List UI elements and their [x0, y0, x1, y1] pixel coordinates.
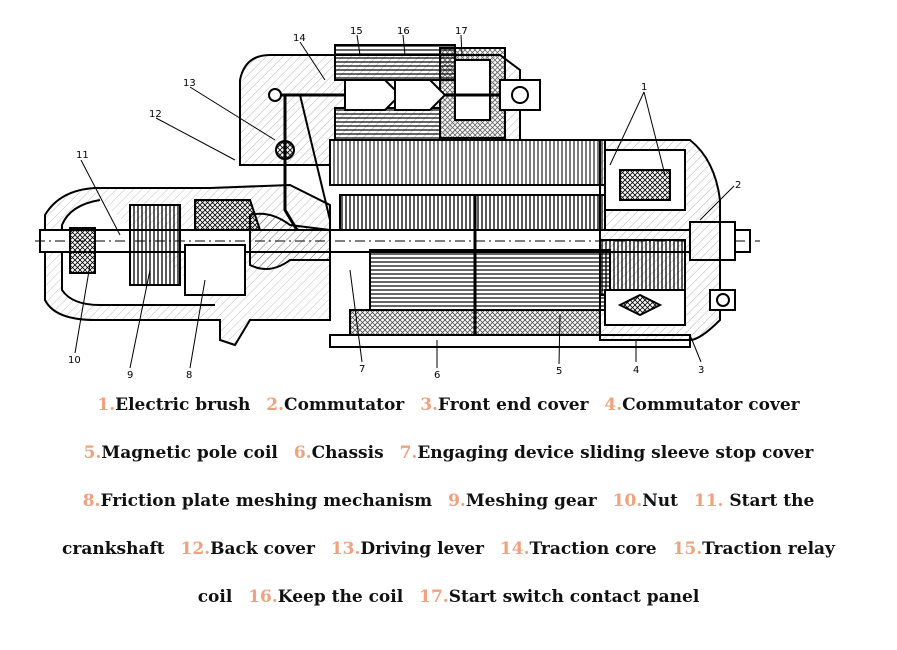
- armature: [329, 139, 691, 348]
- legend-num: 7.: [399, 443, 418, 463]
- legend-text: Commutator cover: [622, 395, 800, 415]
- callout-14: 14: [293, 33, 306, 44]
- legend-num: 9.: [448, 491, 466, 511]
- legend-line-2: 5.Magnetic pole coil 6.Chassis 7.Engagin…: [0, 443, 897, 463]
- legend-num: 12.: [180, 539, 211, 559]
- legend-num: 1.: [97, 395, 116, 415]
- leader-lines: [74, 34, 735, 369]
- legend-text: Start the: [723, 491, 815, 511]
- legend-num: 15.: [672, 539, 703, 559]
- legend-text: coil: [197, 587, 233, 607]
- callout-4: 4: [633, 365, 639, 376]
- legend-text: Driving lever: [360, 539, 484, 559]
- callout-15: 15: [350, 26, 363, 37]
- legend-line-3: 8.Friction plate meshing mechanism 9.Mes…: [0, 491, 897, 511]
- callout-5: 5: [556, 366, 562, 377]
- legend-num: 14.: [499, 539, 530, 559]
- legend-text: Electric brush: [115, 395, 251, 415]
- legend-num: 13.: [330, 539, 361, 559]
- legend-num: 16.: [248, 587, 278, 607]
- legend-line-5: coil 16.Keep the coil 17.Start switch co…: [0, 587, 897, 607]
- callout-10: 10: [68, 355, 81, 366]
- legend-num: 11.: [693, 491, 724, 511]
- callout-16: 16: [397, 26, 410, 37]
- legend-text: Traction relay: [702, 539, 835, 559]
- legend-num: 8.: [82, 491, 101, 511]
- legend-text: Traction core: [529, 539, 657, 559]
- legend-text: Magnetic pole coil: [101, 443, 278, 463]
- legend-text: Engaging device sliding sleeve stop cove…: [417, 443, 814, 463]
- gear-clutch: [129, 199, 331, 296]
- legend-num: 5.: [83, 443, 102, 463]
- legend-num: 2.: [266, 395, 285, 415]
- callout-6: 6: [434, 370, 440, 381]
- callout-11: 11: [76, 150, 89, 161]
- legend-text: Back cover: [210, 539, 315, 559]
- legend-text: Commutator: [284, 395, 405, 415]
- legend-line-1: 1.Electric brush 2.Commutator 3.Front en…: [0, 395, 897, 415]
- legend-text: Start switch contact panel: [448, 587, 700, 607]
- legend-num: 4.: [604, 395, 623, 415]
- callout-13: 13: [183, 78, 196, 89]
- callout-12: 12: [149, 109, 162, 120]
- callout-1: 1: [641, 82, 647, 93]
- callout-17: 17: [455, 26, 468, 37]
- commutator-end: [599, 139, 736, 341]
- legend-text: Keep the coil: [277, 587, 404, 607]
- driving-lever: [268, 88, 331, 236]
- callout-labels: 1 2 3 4 5 6 7 8 9 10 11 12 13 14 15 16 1…: [68, 26, 741, 381]
- callout-9: 9: [127, 370, 133, 381]
- legend-text: crankshaft: [62, 539, 165, 559]
- legend-num: 6.: [293, 443, 312, 463]
- legend-num: 10.: [612, 491, 643, 511]
- legend-num: 17.: [419, 587, 449, 607]
- legend-text: Front end cover: [437, 395, 589, 415]
- legend-line-4: crankshaft 12.Back cover 13.Driving leve…: [0, 539, 897, 559]
- legend-text: Meshing gear: [465, 491, 597, 511]
- legend-text: Nut: [642, 491, 678, 511]
- callout-7: 7: [359, 364, 365, 375]
- legend-text: Friction plate meshing mechanism: [100, 491, 433, 511]
- callout-2: 2: [735, 180, 741, 191]
- callout-8: 8: [186, 370, 192, 381]
- legend-num: 3.: [420, 395, 438, 415]
- starter-motor-diagram: 1 2 3 4 5 6 7 8 9 10 11 12 13 14 15 16 1…: [35, 26, 760, 381]
- legend-text: Chassis: [311, 443, 384, 463]
- callout-3: 3: [698, 365, 704, 376]
